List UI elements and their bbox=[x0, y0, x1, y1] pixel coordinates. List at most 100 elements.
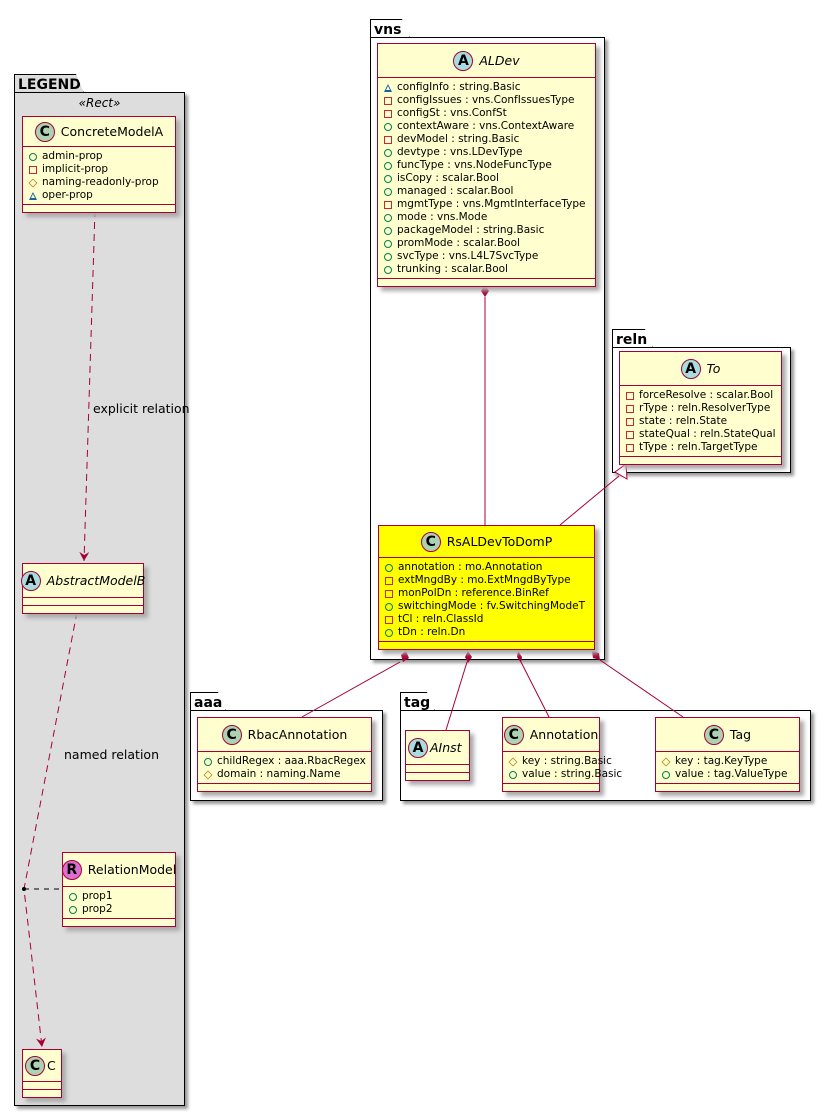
public-visibility-icon bbox=[509, 770, 517, 779]
attribute: key : string.Basic bbox=[508, 755, 612, 768]
attribute: value : tag.ValueType bbox=[662, 768, 793, 781]
attribute: promMode : scalar.Bool bbox=[384, 237, 589, 250]
protected-visibility-icon bbox=[28, 177, 38, 188]
attribute: state : reln.State bbox=[626, 415, 775, 428]
public-visibility-icon bbox=[29, 152, 37, 161]
attribute: devModel : string.Basic bbox=[384, 133, 589, 146]
attribute-text: svcType : vns.L4L7SvcType bbox=[397, 250, 539, 262]
composition-diamond-icon bbox=[481, 285, 489, 297]
public-visibility-icon bbox=[384, 122, 392, 131]
public-visibility-icon bbox=[384, 187, 392, 196]
private-visibility-icon bbox=[626, 417, 634, 426]
method-compartment bbox=[23, 205, 175, 212]
attribute-text: contextAware : vns.ContextAware bbox=[397, 120, 575, 132]
attribute-compartment bbox=[406, 765, 469, 773]
relation-to-inheritance bbox=[559, 475, 620, 526]
private-visibility-icon bbox=[385, 615, 393, 624]
class-header: R RelationModel bbox=[61, 853, 177, 887]
private-visibility-icon bbox=[626, 430, 634, 439]
relation-label-explicit: explicit relation bbox=[93, 401, 190, 416]
package-aaa bbox=[190, 710, 383, 801]
attribute-text: state : reln.State bbox=[639, 415, 728, 427]
attribute: packageModel : string.Basic bbox=[384, 224, 589, 237]
public-visibility-icon bbox=[384, 148, 392, 157]
relation-explicit bbox=[79, 209, 96, 562]
attribute: forceResolve : scalar.Bool bbox=[626, 389, 775, 402]
attribute-text: devtype : vns.LDevType bbox=[397, 146, 523, 158]
private-visibility-icon bbox=[626, 391, 634, 400]
attribute-text: childRegex : aaa.RbacRegex bbox=[217, 755, 366, 767]
attribute-text: packageModel : string.Basic bbox=[397, 224, 545, 236]
attribute-text: configSt : vns.ConfSt bbox=[397, 107, 507, 119]
attribute: annotation : mo.Annotation bbox=[385, 561, 588, 574]
private-visibility-icon bbox=[385, 576, 393, 585]
attribute-text: promMode : scalar.Bool bbox=[397, 237, 520, 249]
protected-visibility-icon bbox=[203, 769, 213, 780]
package-vns bbox=[370, 37, 605, 660]
public-visibility-icon bbox=[385, 628, 393, 637]
attribute-text: prop2 bbox=[82, 903, 113, 915]
attribute-text: oper-prop bbox=[42, 189, 93, 201]
attribute: tType : reln.TargetType bbox=[626, 441, 775, 454]
class-spot-icon: C bbox=[34, 121, 55, 142]
attribute-compartment bbox=[23, 1082, 61, 1090]
attribute: funcType : vns.NodeFuncType bbox=[384, 159, 589, 172]
class-name: Tag bbox=[729, 727, 752, 742]
private-visibility-icon bbox=[384, 135, 392, 144]
private-visibility-icon bbox=[384, 200, 392, 209]
class-name: To bbox=[706, 361, 721, 376]
public-visibility-icon bbox=[384, 252, 392, 261]
public-visibility-icon bbox=[204, 757, 212, 766]
attribute: managed : scalar.Bool bbox=[384, 185, 589, 198]
attribute-text: funcType : vns.NodeFuncType bbox=[397, 159, 552, 171]
attribute-text: tDn : reln.Dn bbox=[398, 626, 466, 638]
attribute-text: annotation : mo.Annotation bbox=[398, 561, 543, 573]
attribute: childRegex : aaa.RbacRegex bbox=[204, 755, 366, 768]
attribute-text: domain : naming.Name bbox=[217, 768, 341, 780]
attribute: value : string.Basic bbox=[509, 768, 622, 781]
method-compartment bbox=[406, 773, 469, 780]
attribute: extMngdBy : mo.ExtMngdByType bbox=[385, 574, 588, 587]
inheritance-triangle-icon bbox=[614, 463, 628, 480]
class-name: C bbox=[47, 1058, 56, 1073]
relation-spot-icon: R bbox=[61, 859, 82, 880]
legend-stereotype: «Rect» bbox=[78, 96, 121, 110]
private-visibility-icon bbox=[626, 443, 634, 452]
attribute: admin-prop bbox=[29, 150, 169, 163]
attribute-compartment bbox=[23, 598, 143, 606]
public-visibility-icon bbox=[384, 239, 392, 248]
class-name: RelationModel bbox=[87, 862, 177, 877]
attribute: isCopy : scalar.Bool bbox=[384, 172, 589, 185]
public-visibility-icon bbox=[384, 161, 392, 170]
attribute-text: forceResolve : scalar.Bool bbox=[639, 389, 774, 401]
private-visibility-icon bbox=[384, 109, 392, 118]
private-visibility-icon bbox=[385, 589, 393, 598]
public-visibility-icon bbox=[662, 770, 670, 779]
attribute-text: mode : vns.Mode bbox=[397, 211, 488, 223]
attribute: configSt : vns.ConfSt bbox=[384, 107, 589, 120]
class-spot-icon: C bbox=[221, 724, 242, 745]
class-spot-icon: C bbox=[25, 1055, 45, 1076]
attribute: trunking : scalar.Bool bbox=[384, 263, 589, 276]
abstract-spot-icon: A bbox=[20, 570, 41, 591]
attribute: prop2 bbox=[69, 903, 169, 916]
composition-diamond-icon bbox=[465, 651, 472, 663]
